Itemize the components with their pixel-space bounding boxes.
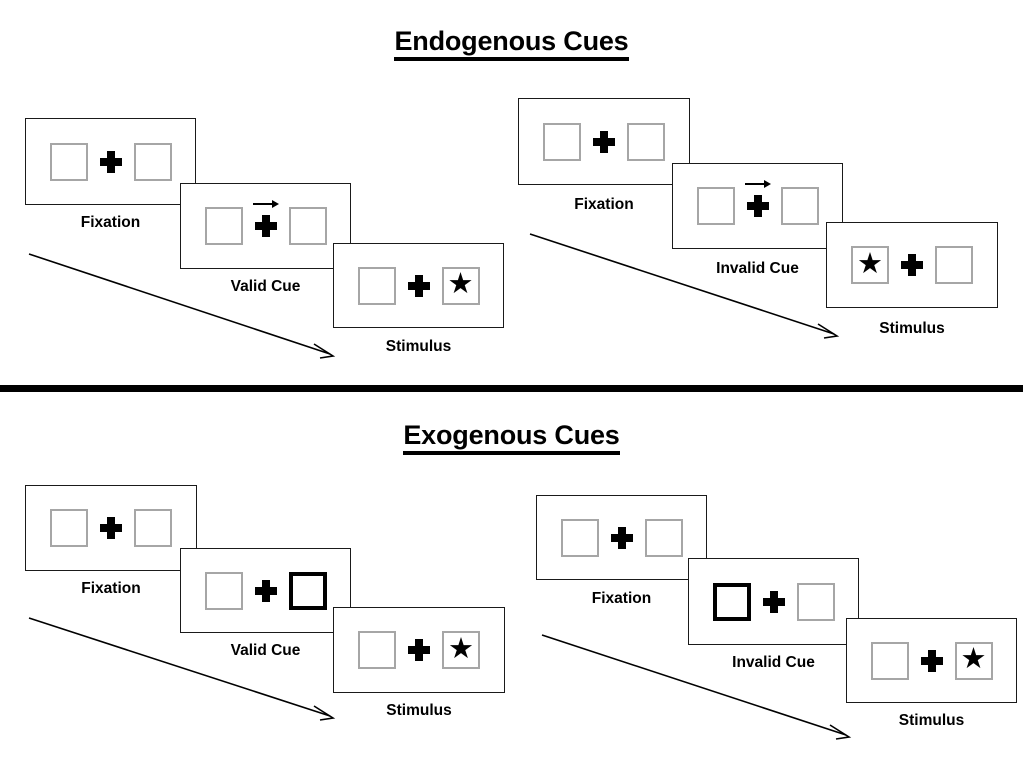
placeholder-box-left (49, 142, 88, 181)
placeholder-box-right (796, 582, 835, 621)
frame-endogenous-invalid-stimulus[interactable]: ★ (826, 222, 998, 308)
fixation-cross-icon (254, 579, 277, 602)
frame-content (50, 509, 172, 547)
placeholder-box-right (627, 122, 665, 161)
frame-endogenous-valid-fixation[interactable] (25, 118, 196, 205)
flow-arrow-exogenous-valid (28, 617, 336, 721)
frame-label-endogenous-valid-fixation: Fixation (80, 214, 141, 231)
cued-box-left (712, 582, 751, 621)
placeholder-box-left (204, 207, 243, 245)
fixation-cross-icon (593, 130, 615, 153)
frame-exogenous-valid-stimulus[interactable]: ★ (333, 607, 505, 693)
placeholder-box-left (870, 641, 909, 680)
frame-label-endogenous-invalid-stimulus: Stimulus (879, 320, 945, 337)
frame-label-endogenous-valid-cue: Valid Cue (230, 278, 301, 295)
frame-label-exogenous-invalid-fixation: Fixation (591, 590, 652, 607)
frame-exogenous-invalid-stimulus[interactable]: ★ (846, 618, 1017, 703)
section-title-endogenous-text: Endogenous Cues (394, 26, 629, 61)
frame-content: ★ (870, 641, 993, 680)
frame-endogenous-invalid-fixation[interactable] (518, 98, 690, 185)
frame-endogenous-valid-stimulus[interactable]: ★ (333, 243, 504, 328)
section-title-exogenous: Exogenous Cues (0, 420, 1023, 455)
fixation-cross-icon (901, 254, 923, 276)
placeholder-box-left (357, 266, 396, 305)
frame-label-exogenous-valid-cue: Valid Cue (230, 642, 301, 659)
frame-content (712, 582, 835, 621)
right-arrow-icon (744, 180, 771, 188)
fixation-cross-icon (252, 200, 279, 237)
placeholder-box-left (696, 187, 735, 225)
fixation-cross-icon (744, 180, 771, 217)
frame-content: ★ (851, 246, 973, 284)
flow-arrow-endogenous-invalid (529, 233, 840, 339)
placeholder-box-right (133, 142, 172, 181)
frame-exogenous-invalid-cue[interactable] (688, 558, 859, 645)
frame-label-exogenous-valid-stimulus: Stimulus (386, 702, 452, 719)
fixation-cross-icon (610, 526, 633, 549)
placeholder-box-left (543, 122, 581, 161)
star-icon: ★ (857, 247, 883, 280)
placeholder-box-right (780, 187, 819, 225)
frame-content (204, 571, 327, 610)
frame-content: ★ (358, 631, 480, 669)
frame-endogenous-invalid-cue[interactable] (672, 163, 843, 249)
frame-content (204, 200, 327, 245)
flow-arrow-exogenous-invalid (541, 634, 852, 740)
target-box-left: ★ (851, 246, 889, 284)
frame-content (49, 142, 172, 181)
placeholder-box-right (288, 207, 327, 245)
fixation-cross-icon (407, 274, 430, 297)
frame-content: ★ (357, 266, 480, 305)
right-arrow-icon (252, 200, 279, 208)
frame-label-endogenous-invalid-fixation: Fixation (574, 196, 634, 213)
fixation-cross-icon (920, 649, 943, 672)
placeholder-box-right (935, 246, 973, 284)
section-title-endogenous: Endogenous Cues (0, 26, 1023, 61)
target-box-right: ★ (954, 641, 993, 680)
target-box-right: ★ (442, 631, 480, 669)
fixation-cross-icon (100, 517, 122, 539)
placeholder-box-left (560, 518, 599, 557)
frame-label-endogenous-invalid-cue: Invalid Cue (716, 260, 799, 277)
fixation-cross-icon (408, 639, 430, 661)
fixation-cross-icon (99, 150, 122, 173)
section-title-exogenous-text: Exogenous Cues (403, 420, 620, 455)
star-icon: ★ (960, 643, 987, 675)
section-divider (0, 385, 1023, 392)
frame-label-exogenous-invalid-cue: Invalid Cue (732, 654, 815, 671)
frame-exogenous-valid-fixation[interactable] (25, 485, 197, 571)
frame-label-endogenous-valid-stimulus: Stimulus (385, 338, 452, 355)
placeholder-box-right (644, 518, 683, 557)
placeholder-box-left (358, 631, 396, 669)
frame-label-exogenous-invalid-stimulus: Stimulus (898, 712, 965, 729)
frame-content (696, 180, 819, 225)
target-box-right: ★ (441, 266, 480, 305)
cued-box-right (288, 571, 327, 610)
placeholder-box-left (50, 509, 88, 547)
frame-label-exogenous-valid-fixation: Fixation (81, 580, 141, 597)
star-icon: ★ (447, 268, 474, 300)
frame-endogenous-valid-cue[interactable] (180, 183, 351, 269)
frame-exogenous-valid-cue[interactable] (180, 548, 351, 633)
placeholder-box-left (204, 571, 243, 610)
fixation-cross-icon (762, 590, 785, 613)
flow-arrow-endogenous-valid (28, 253, 336, 359)
placeholder-box-right (134, 509, 172, 547)
frame-exogenous-invalid-fixation[interactable] (536, 495, 707, 580)
frame-content (543, 122, 665, 161)
frame-content (560, 518, 683, 557)
star-icon: ★ (448, 632, 474, 665)
